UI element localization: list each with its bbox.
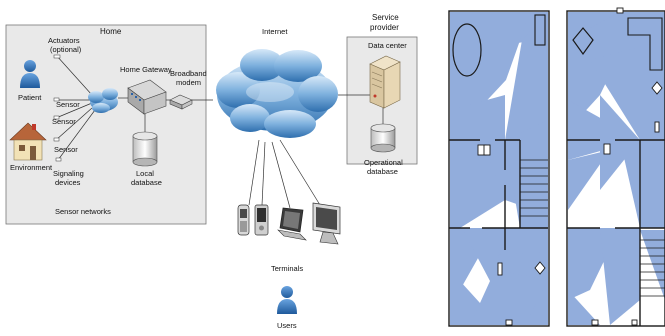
- service-provider-label-2: provider: [370, 23, 399, 32]
- sensor-marker-icon: [591, 319, 599, 326]
- actuator-device-icon: [53, 54, 61, 59]
- operational-db-label-1: Operational: [364, 158, 403, 167]
- sensor-marker-icon: [654, 121, 660, 133]
- sensor-marker-icon: [534, 261, 546, 275]
- sensor-device-icon: [53, 115, 60, 120]
- sensor-device-icon: [53, 97, 60, 102]
- local-db-label-1: Local: [136, 169, 154, 178]
- broadband-label-2: modem: [176, 78, 201, 87]
- service-provider-label-1: Service: [372, 13, 399, 22]
- home-box: [5, 24, 207, 225]
- patient-icon: [20, 60, 40, 88]
- sensor-marker-icon: [497, 262, 503, 276]
- stairs-icon: [520, 159, 548, 217]
- desktop-monitor-icon: [312, 202, 341, 245]
- bathtub-icon: [627, 17, 663, 71]
- sensor-marker-icon: [616, 7, 624, 14]
- floor-plan-right: [566, 7, 665, 327]
- users-icon: [277, 286, 297, 314]
- signaling-label-2: devices: [55, 178, 81, 187]
- floor-plan-walls: [448, 10, 550, 327]
- stairs-icon: [640, 239, 665, 297]
- laptop-icon: [277, 207, 307, 241]
- users-label: Users: [277, 321, 297, 330]
- sensor-device-icon: [53, 137, 60, 142]
- counter-icon: [534, 14, 546, 46]
- broadband-label-1: Broadband: [170, 69, 207, 78]
- pda-icon: [254, 204, 269, 236]
- actuators-sublabel: (optional): [50, 45, 82, 54]
- environment-label: Environment: [10, 163, 53, 172]
- diamond-table-icon: [572, 27, 594, 56]
- patient-label: Patient: [18, 93, 42, 102]
- home-label: Home: [100, 27, 122, 36]
- mobile-phone-icon: [237, 204, 250, 236]
- local-database-icon: [132, 131, 158, 167]
- sensor-label-2: Sensor: [52, 117, 76, 126]
- sensor-coverage-areas: [568, 12, 665, 325]
- data-center-label: Data center: [368, 41, 407, 50]
- signaling-device-icon: [55, 157, 62, 162]
- local-db-label-2: database: [131, 178, 162, 187]
- sensor-marker-icon: [631, 319, 638, 326]
- sensor-marker-icon: [505, 319, 513, 326]
- sensor-label-3: Sensor: [54, 145, 78, 154]
- sensor-marker-icon: [651, 81, 663, 95]
- sensor-coverage-areas: [450, 12, 548, 325]
- sensor-label-1: Sensor: [56, 100, 80, 109]
- home-gateway-icon: [127, 79, 167, 115]
- floor-plan-left: [448, 10, 550, 327]
- house-icon: [9, 122, 47, 161]
- round-table-icon: [452, 23, 482, 77]
- operational-database-icon: [370, 123, 396, 153]
- internet-label: Internet: [262, 27, 288, 36]
- home-gateway-label: Home Gateway: [120, 65, 172, 74]
- network-diagram: Home Service provider Pati: [5, 13, 418, 330]
- signaling-label-1: Signaling: [53, 169, 84, 178]
- modem-icon: [169, 94, 193, 110]
- internet-cloud-icon: [216, 49, 338, 138]
- actuators-label: Actuators: [48, 36, 80, 45]
- floor-plan-walls: [566, 10, 665, 327]
- door-icon: [603, 143, 611, 155]
- terminals-label: Terminals: [271, 264, 303, 273]
- operational-db-label-2: database: [367, 167, 398, 176]
- door-icon: [483, 144, 491, 156]
- sensor-network-cloud-icon: [88, 88, 118, 113]
- server-icon: [369, 55, 401, 109]
- sensor-networks-label: Sensor networks: [55, 207, 111, 216]
